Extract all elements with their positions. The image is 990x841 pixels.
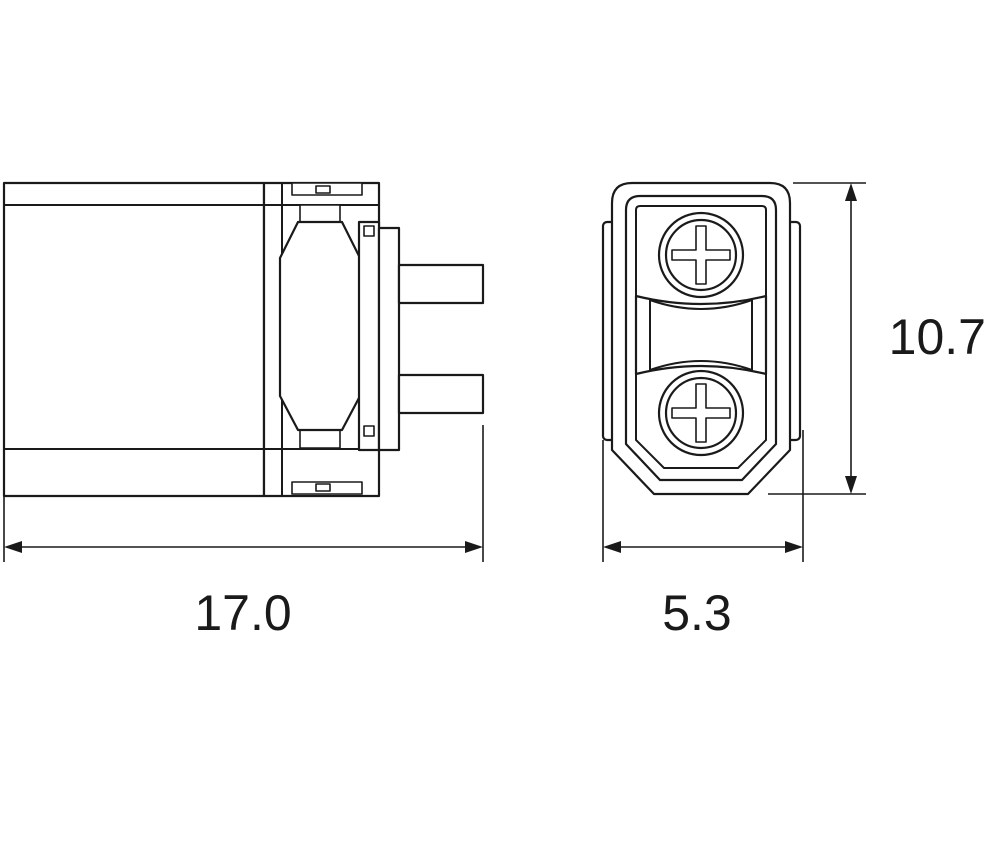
dimension-height: 10.7	[768, 182, 986, 495]
dimension-length: 17.0	[3, 425, 484, 641]
side-housing-body	[2, 181, 266, 498]
side-contact-capsule	[278, 220, 362, 432]
dimension-height-label: 10.7	[889, 309, 986, 365]
side-pin-top	[397, 263, 485, 305]
front-contact-bottom	[657, 369, 745, 457]
side-face-plate	[357, 220, 381, 452]
side-view	[2, 181, 485, 498]
dimension-length-label: 17.0	[194, 585, 291, 641]
side-pin-shoulder	[377, 226, 401, 452]
dimension-width: 5.3	[602, 430, 804, 641]
side-pin-bottom	[397, 373, 485, 415]
front-view	[601, 181, 802, 496]
dimension-width-label: 5.3	[662, 585, 732, 641]
front-contact-top	[657, 211, 745, 299]
front-center-bridge	[634, 294, 768, 376]
